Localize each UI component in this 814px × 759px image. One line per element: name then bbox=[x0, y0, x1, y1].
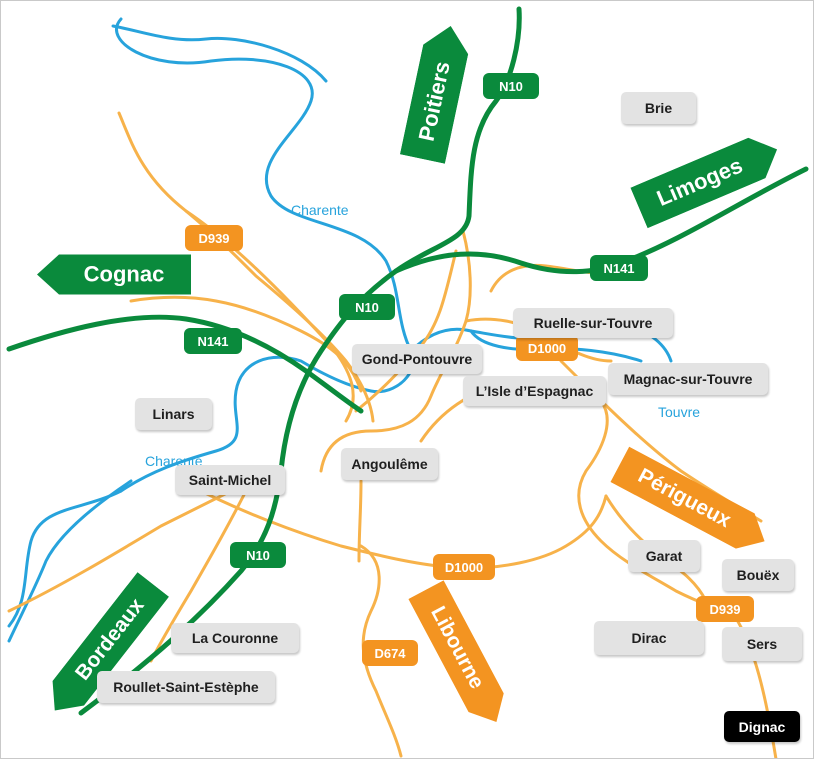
road-shield-n10-north: N10 bbox=[483, 73, 539, 99]
town-label-la-couronne[interactable]: La Couronne bbox=[171, 623, 299, 653]
libourne-arrow-icon bbox=[408, 580, 504, 723]
road-west-1 bbox=[129, 295, 363, 393]
town-label-saint-michel[interactable]: Saint-Michel bbox=[175, 465, 285, 495]
road-shield-n10-center: N10 bbox=[339, 294, 395, 320]
road-center-loop bbox=[319, 229, 472, 473]
road-shield-d939-north: D939 bbox=[185, 225, 243, 251]
limoges-arrow-icon bbox=[630, 137, 778, 229]
destination-label-cognac: Cognac bbox=[83, 261, 165, 287]
town-label-brie[interactable]: Brie bbox=[621, 92, 696, 124]
town-label-sers[interactable]: Sers bbox=[722, 627, 802, 661]
town-label-gond-pontouvre[interactable]: Gond-Pontouvre bbox=[352, 344, 482, 374]
road-shield-n141-west: N141 bbox=[184, 328, 242, 354]
town-label-roullet-saint-estephe[interactable]: Roullet-Saint-Estèphe bbox=[97, 671, 275, 703]
town-label-bouex[interactable]: Bouëx bbox=[722, 559, 794, 591]
town-label-l-isle-d-espagnac[interactable]: L’Isle d’Espagnac bbox=[463, 376, 606, 406]
road-shield-d1000-center: D1000 bbox=[516, 335, 578, 361]
perigueux-arrow-icon bbox=[610, 446, 765, 549]
road-shield-n10-south: N10 bbox=[230, 542, 286, 568]
road-shield-d1000-south: D1000 bbox=[433, 554, 495, 580]
cognac-arrow-icon bbox=[37, 254, 191, 295]
charente-river-north bbox=[115, 17, 413, 353]
destination-bordeaux: Bordeaux bbox=[39, 572, 173, 726]
town-label-ruelle-sur-touvre[interactable]: Ruelle-sur-Touvre bbox=[513, 308, 673, 338]
road-sw-2 bbox=[149, 479, 253, 663]
town-label-angouleme[interactable]: Angoulême bbox=[341, 448, 438, 480]
town-label-dignac[interactable]: Dignac bbox=[724, 711, 800, 742]
destination-poitiers: Poitiers bbox=[399, 21, 478, 165]
bordeaux-arrow-icon bbox=[52, 572, 170, 711]
road-shield-d674: D674 bbox=[362, 640, 418, 666]
n10-road bbox=[78, 6, 522, 716]
charente-river-west-branch bbox=[7, 479, 133, 643]
destination-cognac: Cognac bbox=[37, 254, 191, 300]
town-label-dirac[interactable]: Dirac bbox=[594, 621, 704, 655]
road-shield-d939-south: D939 bbox=[696, 596, 754, 622]
destination-limoges: Limoges bbox=[630, 129, 787, 233]
destination-libourne: Libourne bbox=[404, 580, 514, 734]
town-label-garat[interactable]: Garat bbox=[628, 540, 700, 572]
river-label-charente-north: Charente bbox=[291, 202, 349, 218]
charente-river-west bbox=[7, 489, 123, 628]
town-label-linars[interactable]: Linars bbox=[135, 398, 212, 430]
road-center-loop-2 bbox=[357, 479, 363, 563]
river-label-touvre: Touvre bbox=[658, 404, 701, 420]
charente-river-north-branch bbox=[111, 24, 328, 83]
road-shield-n141-east: N141 bbox=[590, 255, 648, 281]
destination-perigueux: Périgueux bbox=[608, 446, 774, 564]
town-label-magnac-sur-touvre[interactable]: Magnac-sur-Touvre bbox=[608, 363, 768, 395]
poitiers-arrow-icon bbox=[399, 25, 469, 164]
